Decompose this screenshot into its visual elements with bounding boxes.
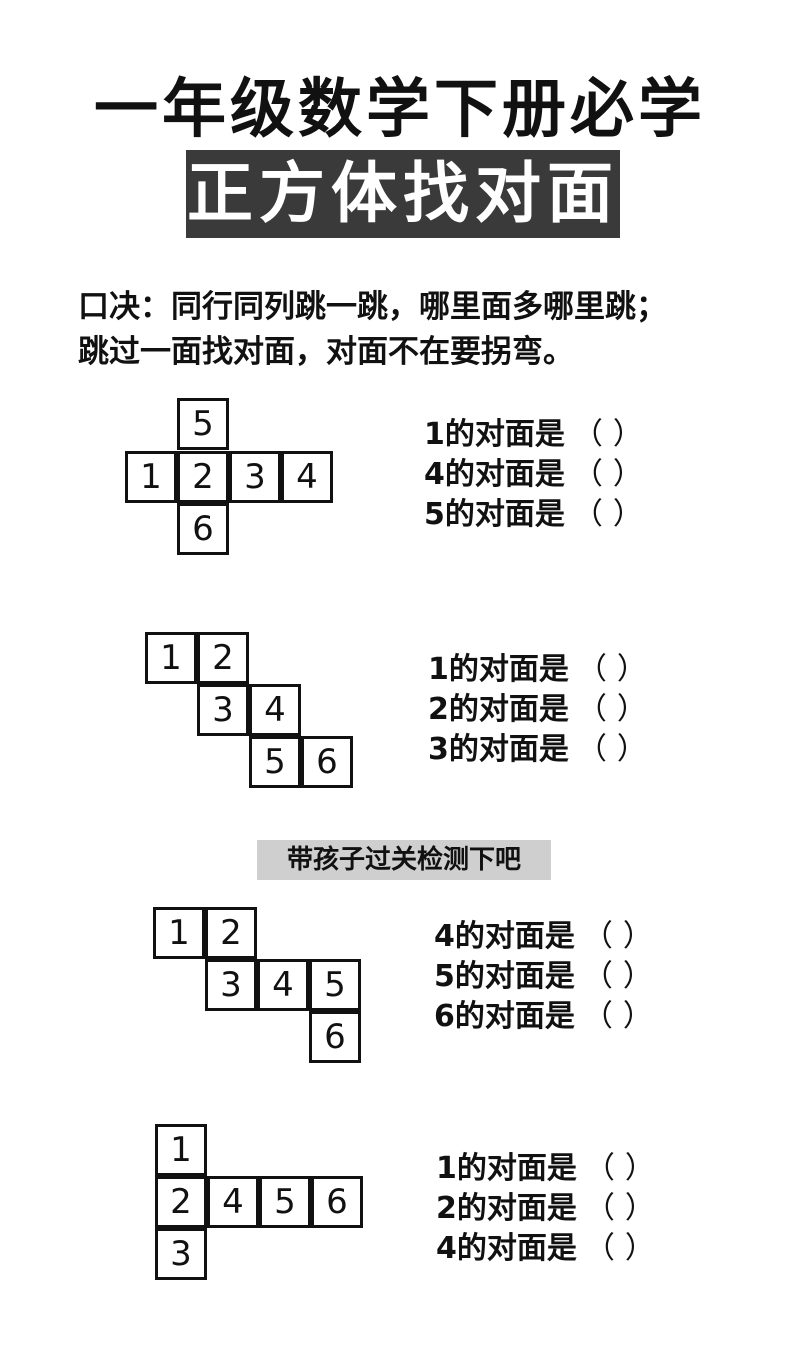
net-cell: 3 bbox=[197, 684, 249, 736]
net-cell: 5 bbox=[309, 959, 361, 1011]
paren-open: （ bbox=[572, 457, 603, 492]
question-text: 4的对面是 bbox=[434, 919, 575, 954]
answer-blank[interactable]: （） bbox=[573, 455, 643, 495]
net-cell: 6 bbox=[311, 1176, 363, 1228]
question-row: 2的对面是（） bbox=[436, 1189, 655, 1229]
rhyme-line-2: 跳过一面找对面，对面不在要拐弯。 bbox=[78, 334, 574, 370]
paren-close: ） bbox=[612, 417, 643, 452]
net-cell: 3 bbox=[205, 959, 257, 1011]
question-text: 6的对面是 bbox=[434, 999, 575, 1034]
net-cell: 1 bbox=[155, 1124, 207, 1176]
paren-open: （ bbox=[584, 1231, 615, 1266]
answer-blank[interactable]: （） bbox=[583, 997, 653, 1037]
net-cell: 6 bbox=[309, 1011, 361, 1063]
answer-blank[interactable]: （） bbox=[585, 1189, 655, 1229]
paren-open: （ bbox=[584, 1191, 615, 1226]
net-cell: 5 bbox=[249, 736, 301, 788]
paren-open: （ bbox=[582, 919, 613, 954]
question-row: 2的对面是（） bbox=[428, 690, 647, 730]
question-row: 1的对面是（） bbox=[428, 650, 647, 690]
net-cell: 4 bbox=[281, 451, 333, 503]
questions-4: 1的对面是（） 2的对面是（） 4的对面是（） bbox=[436, 1149, 655, 1269]
paren-open: （ bbox=[582, 999, 613, 1034]
subtitle-box: 正方体找对面 bbox=[186, 150, 620, 238]
paren-open: （ bbox=[576, 732, 607, 767]
answer-blank[interactable]: （） bbox=[583, 917, 653, 957]
paren-open: （ bbox=[572, 417, 603, 452]
net-cell: 3 bbox=[229, 451, 281, 503]
answer-blank[interactable]: （） bbox=[585, 1229, 655, 1269]
question-row: 3的对面是（） bbox=[428, 730, 647, 770]
net-cell: 2 bbox=[205, 907, 257, 959]
question-row: 1的对面是（） bbox=[424, 415, 643, 455]
question-text: 5的对面是 bbox=[424, 497, 565, 532]
answer-blank[interactable]: （） bbox=[573, 415, 643, 455]
question-text: 4的对面是 bbox=[436, 1231, 577, 1266]
check-banner: 带孩子过关检测下吧 bbox=[257, 840, 551, 880]
net-cell: 4 bbox=[257, 959, 309, 1011]
paren-close: ） bbox=[612, 497, 643, 532]
paren-close: ） bbox=[624, 1231, 655, 1266]
paren-open: （ bbox=[572, 497, 603, 532]
paren-close: ） bbox=[622, 959, 653, 994]
paren-close: ） bbox=[622, 999, 653, 1034]
question-row: 4的对面是（） bbox=[424, 455, 643, 495]
question-row: 4的对面是（） bbox=[436, 1229, 655, 1269]
paren-open: （ bbox=[576, 652, 607, 687]
paren-close: ） bbox=[616, 652, 647, 687]
net-cell: 2 bbox=[197, 632, 249, 684]
paren-open: （ bbox=[582, 959, 613, 994]
question-row: 4的对面是（） bbox=[434, 917, 653, 957]
answer-blank[interactable]: （） bbox=[585, 1149, 655, 1189]
net-cell: 4 bbox=[207, 1176, 259, 1228]
question-text: 2的对面是 bbox=[436, 1191, 577, 1226]
paren-open: （ bbox=[576, 692, 607, 727]
answer-blank[interactable]: （） bbox=[577, 730, 647, 770]
paren-close: ） bbox=[624, 1191, 655, 1226]
net-cell: 3 bbox=[155, 1228, 207, 1280]
answer-blank[interactable]: （） bbox=[577, 690, 647, 730]
paren-close: ） bbox=[616, 692, 647, 727]
paren-close: ） bbox=[624, 1151, 655, 1186]
net-cell: 1 bbox=[153, 907, 205, 959]
question-row: 6的对面是（） bbox=[434, 997, 653, 1037]
net-cell: 6 bbox=[177, 503, 229, 555]
answer-blank[interactable]: （） bbox=[583, 957, 653, 997]
net-cell: 2 bbox=[177, 451, 229, 503]
rhyme: 口决：同行同列跳一跳，哪里面多哪里跳； 跳过一面找对面，对面不在要拐弯。 bbox=[78, 285, 778, 375]
net-cell: 5 bbox=[259, 1176, 311, 1228]
question-text: 2的对面是 bbox=[428, 692, 569, 727]
net-cell: 4 bbox=[249, 684, 301, 736]
question-text: 1的对面是 bbox=[428, 652, 569, 687]
question-text: 5的对面是 bbox=[434, 959, 575, 994]
questions-3: 4的对面是（） 5的对面是（） 6的对面是（） bbox=[434, 917, 653, 1037]
rhyme-line-1: 口决：同行同列跳一跳，哪里面多哪里跳； bbox=[78, 289, 667, 325]
paren-open: （ bbox=[584, 1151, 615, 1186]
net-cell: 1 bbox=[125, 451, 177, 503]
page-title: 一年级数学下册必学 bbox=[94, 73, 706, 147]
questions-1: 1的对面是（） 4的对面是（） 5的对面是（） bbox=[424, 415, 643, 535]
paren-close: ） bbox=[616, 732, 647, 767]
question-text: 1的对面是 bbox=[424, 417, 565, 452]
question-text: 3的对面是 bbox=[428, 732, 569, 767]
net-cell: 5 bbox=[177, 398, 229, 450]
question-row: 5的对面是（） bbox=[424, 495, 643, 535]
paren-close: ） bbox=[612, 457, 643, 492]
answer-blank[interactable]: （） bbox=[577, 650, 647, 690]
net-cell: 1 bbox=[145, 632, 197, 684]
answer-blank[interactable]: （） bbox=[573, 495, 643, 535]
net-cell: 6 bbox=[301, 736, 353, 788]
net-cell: 2 bbox=[155, 1176, 207, 1228]
question-row: 1的对面是（） bbox=[436, 1149, 655, 1189]
questions-2: 1的对面是（） 2的对面是（） 3的对面是（） bbox=[428, 650, 647, 770]
question-text: 1的对面是 bbox=[436, 1151, 577, 1186]
paren-close: ） bbox=[622, 919, 653, 954]
question-text: 4的对面是 bbox=[424, 457, 565, 492]
question-row: 5的对面是（） bbox=[434, 957, 653, 997]
